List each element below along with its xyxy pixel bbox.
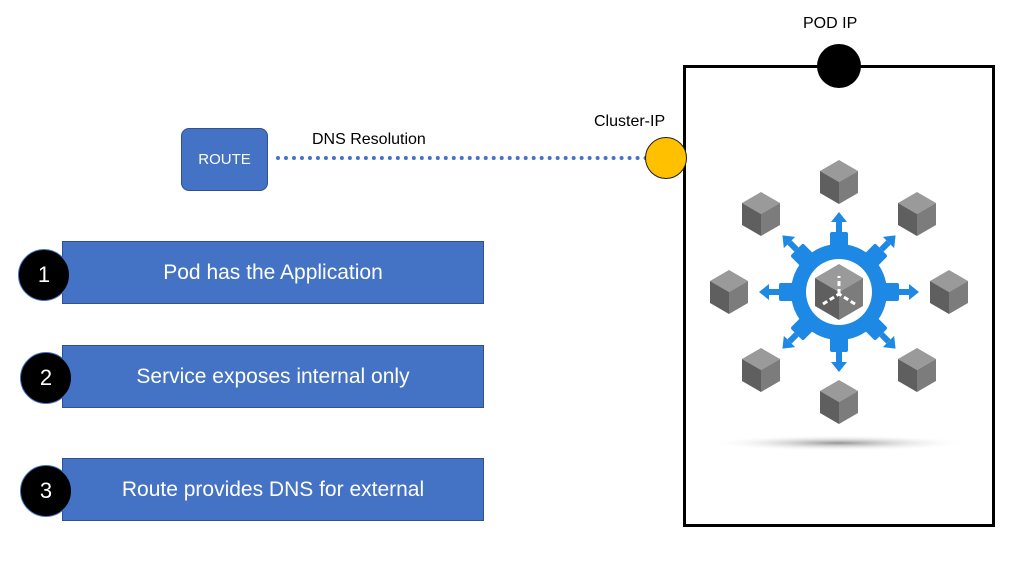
step-1-badge: 1 (18, 249, 70, 301)
step-1-number: 1 (37, 262, 51, 287)
step-1-bar: Pod has the Application (62, 241, 484, 304)
pod-ip-dot (817, 44, 861, 88)
cluster-ip-dot (645, 137, 687, 179)
step-2-text: Service exposes internal only (136, 364, 410, 388)
step-2-number: 2 (39, 365, 53, 390)
route-label: ROUTE (198, 151, 251, 168)
route-box: ROUTE (181, 128, 268, 191)
dns-connector-line (276, 156, 648, 160)
pod-ip-label: POD IP (803, 15, 858, 32)
dns-resolution-label: DNS Resolution (312, 131, 426, 148)
step-3-badge: 3 (20, 465, 72, 517)
step-3-bar: Route provides DNS for external (62, 458, 484, 521)
step-3-number: 3 (39, 478, 53, 503)
step-1-text: Pod has the Application (163, 260, 383, 284)
cluster-ip-label: Cluster-IP (594, 113, 666, 130)
step-2-badge: 2 (20, 352, 72, 404)
step-3-text: Route provides DNS for external (121, 477, 425, 501)
gear-with-cubes-icon (709, 160, 969, 451)
step-2-bar: Service exposes internal only (62, 345, 484, 408)
